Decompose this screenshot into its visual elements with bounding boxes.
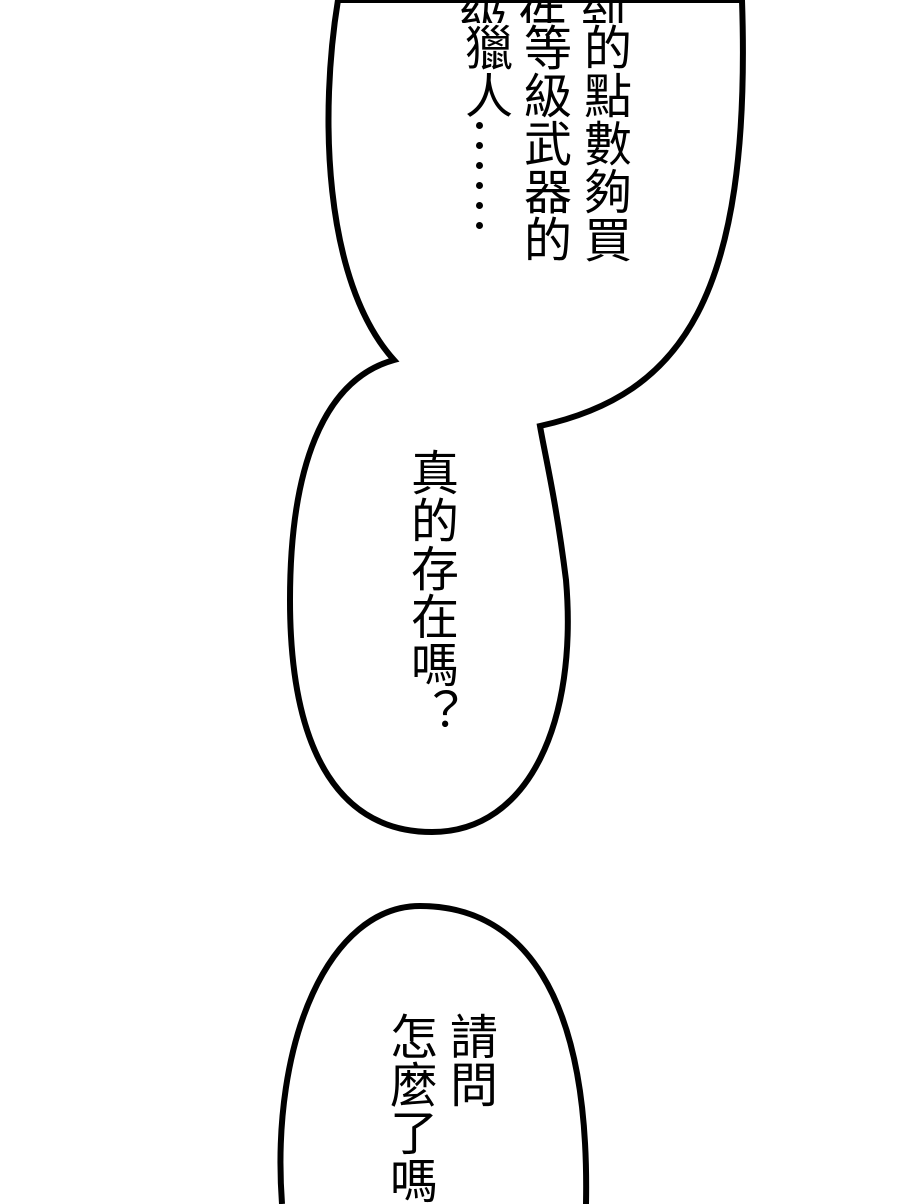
bubble-3-column-1: 請問 — [440, 1012, 497, 1108]
partial-glyph: 級 — [459, 0, 507, 23]
bubble-1-column-3-text: 獵人 — [456, 23, 512, 119]
speech-bubble-outline-upper — [286, 0, 746, 836]
bubble-3-column-1-text: 請問 — [441, 1012, 497, 1108]
bubble-1-column-2: 件 等級武器的 — [514, 0, 571, 263]
bubble-1-column-1-text: 的點數夠買 — [575, 23, 631, 263]
bubble-1-column-2-text: 等級武器的 — [515, 23, 571, 263]
bubble-3-column-2: 怎麼了嗎 — [380, 1012, 437, 1204]
partial-glyph: 到 — [578, 0, 626, 23]
ellipsis-dots — [476, 122, 483, 229]
partial-glyph: 件 — [518, 0, 566, 23]
bubble-1-column-1: 到 的點數夠買 — [574, 0, 631, 263]
bubble-2-column-1: 真的存在嗎？ — [401, 448, 458, 736]
speech-bubble-outline-lower — [277, 902, 590, 1204]
bubble-2-column-1-text: 真的存在嗎？ — [402, 448, 458, 736]
bubble-3-column-2-text: 怎麼了嗎 — [381, 1012, 437, 1204]
bubble-1-column-3: 級 獵人 — [455, 0, 512, 119]
